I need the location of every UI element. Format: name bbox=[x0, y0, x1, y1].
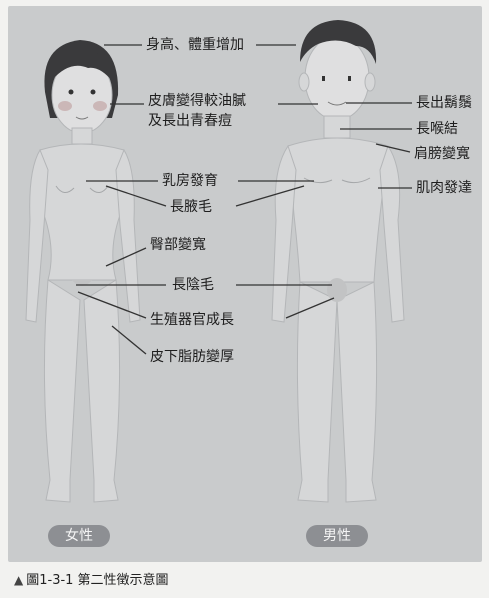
label-armpit-hair: 長腋毛 bbox=[170, 199, 212, 215]
female-badge: 女性 bbox=[48, 525, 110, 547]
label-adams-apple: 長喉結 bbox=[416, 121, 458, 137]
male-badge: 男性 bbox=[306, 525, 368, 547]
male-figure bbox=[271, 20, 405, 503]
label-skin-oily: 皮膚變得較油膩 bbox=[148, 93, 246, 109]
leader-lines bbox=[76, 44, 412, 355]
label-shoulders: 肩膀變寬 bbox=[414, 146, 470, 162]
label-pubic-hair: 長陰毛 bbox=[172, 277, 214, 293]
triangle-icon: ▲ bbox=[14, 573, 24, 587]
label-beard: 長出鬍鬚 bbox=[416, 95, 472, 111]
caption-text: 圖1-3-1 第二性徵示意圖 bbox=[26, 573, 169, 588]
label-genitals: 生殖器官成長 bbox=[150, 312, 234, 328]
female-figure bbox=[25, 40, 141, 503]
label-subcutaneous-fat: 皮下脂肪變厚 bbox=[150, 349, 234, 365]
label-breasts: 乳房發育 bbox=[162, 173, 218, 189]
label-acne: 及長出青春痘 bbox=[148, 113, 232, 129]
label-muscles: 肌肉發達 bbox=[416, 180, 472, 196]
figure-caption: ▲圖1-3-1 第二性徵示意圖 bbox=[14, 569, 169, 588]
label-hips: 臀部變寬 bbox=[150, 237, 206, 253]
label-height-weight: 身高、體重增加 bbox=[146, 37, 244, 53]
